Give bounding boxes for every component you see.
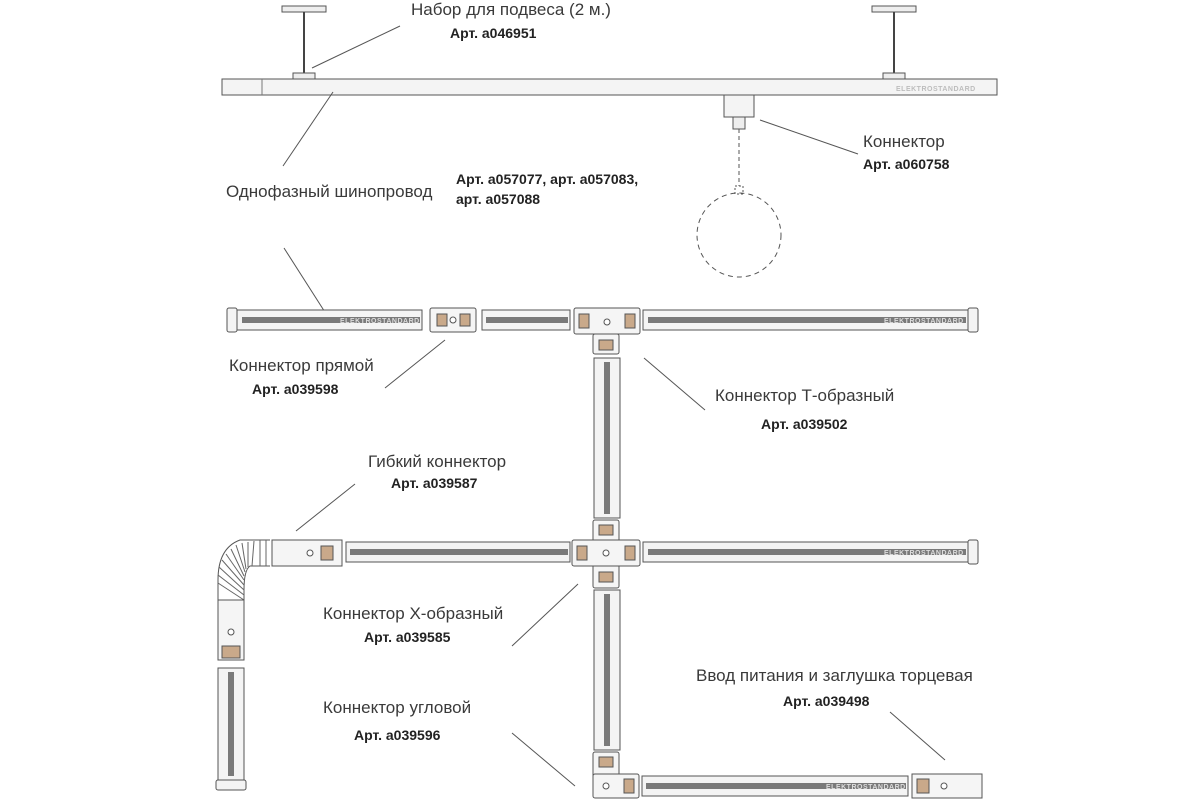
suspension-kit-title: Набор для подвеса (2 м.) (411, 0, 611, 19)
x-connector-art: Арт. a039585 (364, 629, 451, 645)
suspended-track: ELEKTROSTANDARD (221, 78, 998, 96)
power-feed-title: Ввод питания и заглушка торцевая (696, 666, 973, 685)
straight-connector-art: Арт. a039598 (252, 381, 339, 397)
vertical-track-left (215, 667, 247, 791)
track-art-line1: Арт. a057077, арт. a057083, (456, 171, 639, 187)
leader-lines (282, 25, 946, 787)
t-connector-title: Коннектор Т-образный (715, 386, 895, 405)
track-title: Однофазный шинопровод (226, 182, 433, 201)
suspension-kit (281, 5, 917, 80)
straight-connector-title: Коннектор прямой (229, 356, 374, 375)
vertical-track-2 (593, 589, 621, 751)
track-row-2: ELEKTROSTANDARD (217, 519, 979, 661)
svg-text:ELEKTROSTANDARD: ELEKTROSTANDARD (826, 784, 906, 791)
track-art-line2: арт. a057088 (456, 191, 541, 207)
connector-title: Коннектор (863, 132, 945, 151)
power-feed-art: Арт. a039498 (783, 693, 870, 709)
suspension-kit-art: Арт. a046951 (450, 25, 537, 41)
t-connector-art: Арт. a039502 (761, 416, 848, 432)
flexible-connector-title: Гибкий коннектор (368, 452, 507, 471)
svg-text:ELEKTROSTANDARD: ELEKTROSTANDARD (884, 318, 964, 325)
x-connector-title: Коннектор Х-образный (323, 604, 504, 623)
track-row-3: ELEKTROSTANDARD (592, 751, 983, 799)
svg-text:ELEKTROSTANDARD: ELEKTROSTANDARD (884, 550, 964, 557)
track-row-1: ELEKTROSTANDARD ELEKTROSTANDARD (226, 307, 979, 355)
flexible-connector-art: Арт. a039587 (391, 475, 478, 491)
connector-art: Арт. a060758 (863, 156, 950, 172)
vertical-track-1 (593, 357, 621, 519)
brand-text: ELEKTROSTANDARD (896, 86, 976, 93)
pendant-lamp (696, 94, 782, 278)
svg-text:ELEKTROSTANDARD: ELEKTROSTANDARD (340, 318, 420, 325)
angle-connector-art: Арт. a039596 (354, 727, 441, 743)
angle-connector-title: Коннектор угловой (323, 698, 472, 717)
